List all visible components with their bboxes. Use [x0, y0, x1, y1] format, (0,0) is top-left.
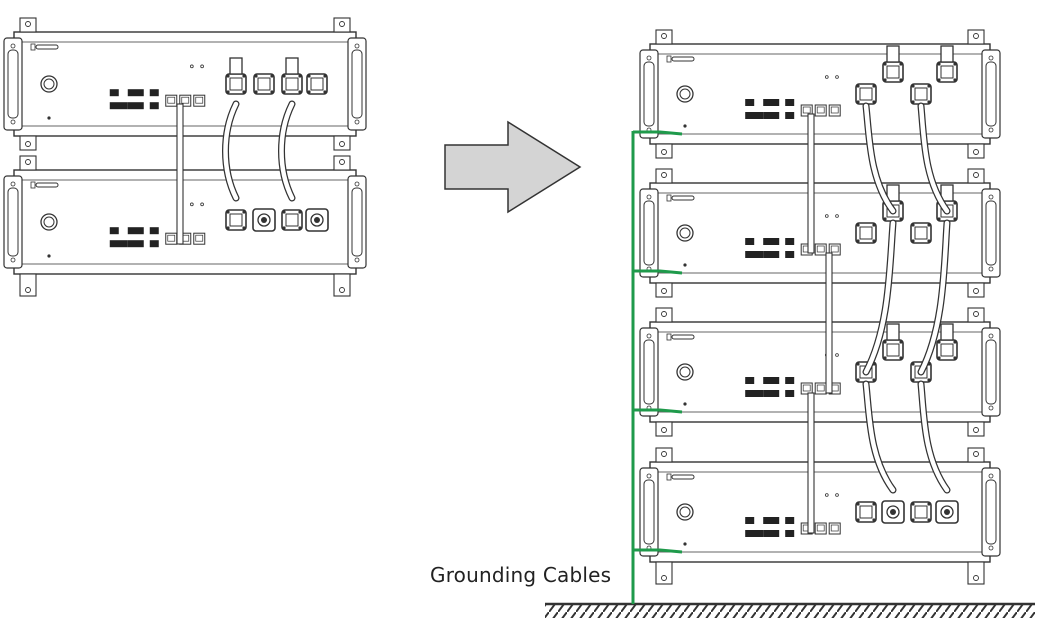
power-socket	[935, 500, 959, 524]
communication-cable	[825, 252, 833, 394]
right-battery-stack	[639, 29, 1001, 585]
battery-module	[639, 29, 1001, 159]
battery-module	[639, 447, 1001, 585]
grounding-cables-label: Grounding Cables	[430, 563, 612, 587]
power-connector	[281, 209, 303, 231]
battery-module	[639, 168, 1001, 298]
power-connector	[855, 501, 877, 523]
ground-symbol	[545, 602, 1035, 618]
ground-branch-cable	[633, 130, 683, 136]
power-connector	[225, 209, 247, 231]
power-socket	[305, 208, 329, 232]
left-battery-stack	[3, 17, 367, 297]
power-connector	[936, 323, 958, 361]
ground-branch-cable	[633, 269, 683, 275]
power-socket	[881, 500, 905, 524]
power-connector	[910, 83, 932, 105]
power-connector	[882, 323, 904, 361]
grounding-cables	[631, 130, 683, 604]
communication-cable	[807, 392, 815, 534]
power-connector	[225, 57, 247, 95]
power-socket	[252, 208, 276, 232]
power-connector	[910, 222, 932, 244]
power-connector	[855, 222, 877, 244]
ground-branch-cable	[633, 548, 683, 554]
communication-cable	[807, 113, 815, 254]
power-connector	[306, 73, 328, 95]
power-connector	[281, 57, 303, 95]
transition-arrow	[444, 120, 582, 214]
communication-cable	[176, 103, 184, 245]
power-connector	[936, 45, 958, 83]
power-connector	[882, 45, 904, 83]
power-connector	[855, 83, 877, 105]
power-connector	[910, 501, 932, 523]
ground-branch-cable	[633, 408, 683, 414]
power-connector	[253, 73, 275, 95]
